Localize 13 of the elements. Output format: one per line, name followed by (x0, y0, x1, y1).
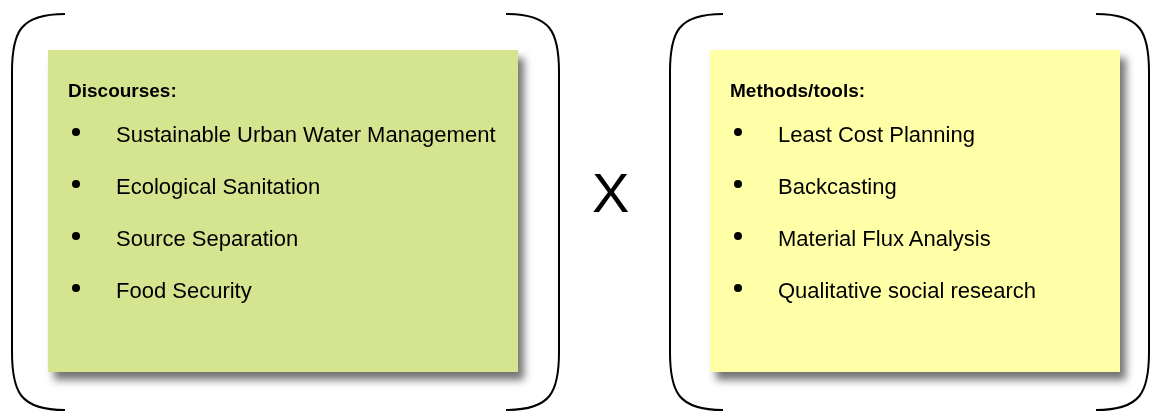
card-heading: Methods/tools: (730, 80, 866, 102)
list-item-text: Ecological Sanitation (116, 174, 321, 200)
list-item-text: Food Security (116, 278, 252, 304)
sticky-note-card (710, 50, 1120, 372)
card-heading: Discourses: (68, 80, 177, 102)
list-item-text: Backcasting (778, 174, 897, 200)
list-item-text: Sustainable Urban Water Management (116, 122, 496, 148)
list-item-text: Source Separation (116, 226, 299, 252)
list-item-text: Qualitative social research (778, 278, 1036, 304)
list-item-text: Material Flux Analysis (778, 226, 991, 252)
multiplication-sign: X (592, 160, 630, 225)
list-item-text: Least Cost Planning (778, 122, 975, 148)
sticky-note-card (48, 50, 518, 372)
